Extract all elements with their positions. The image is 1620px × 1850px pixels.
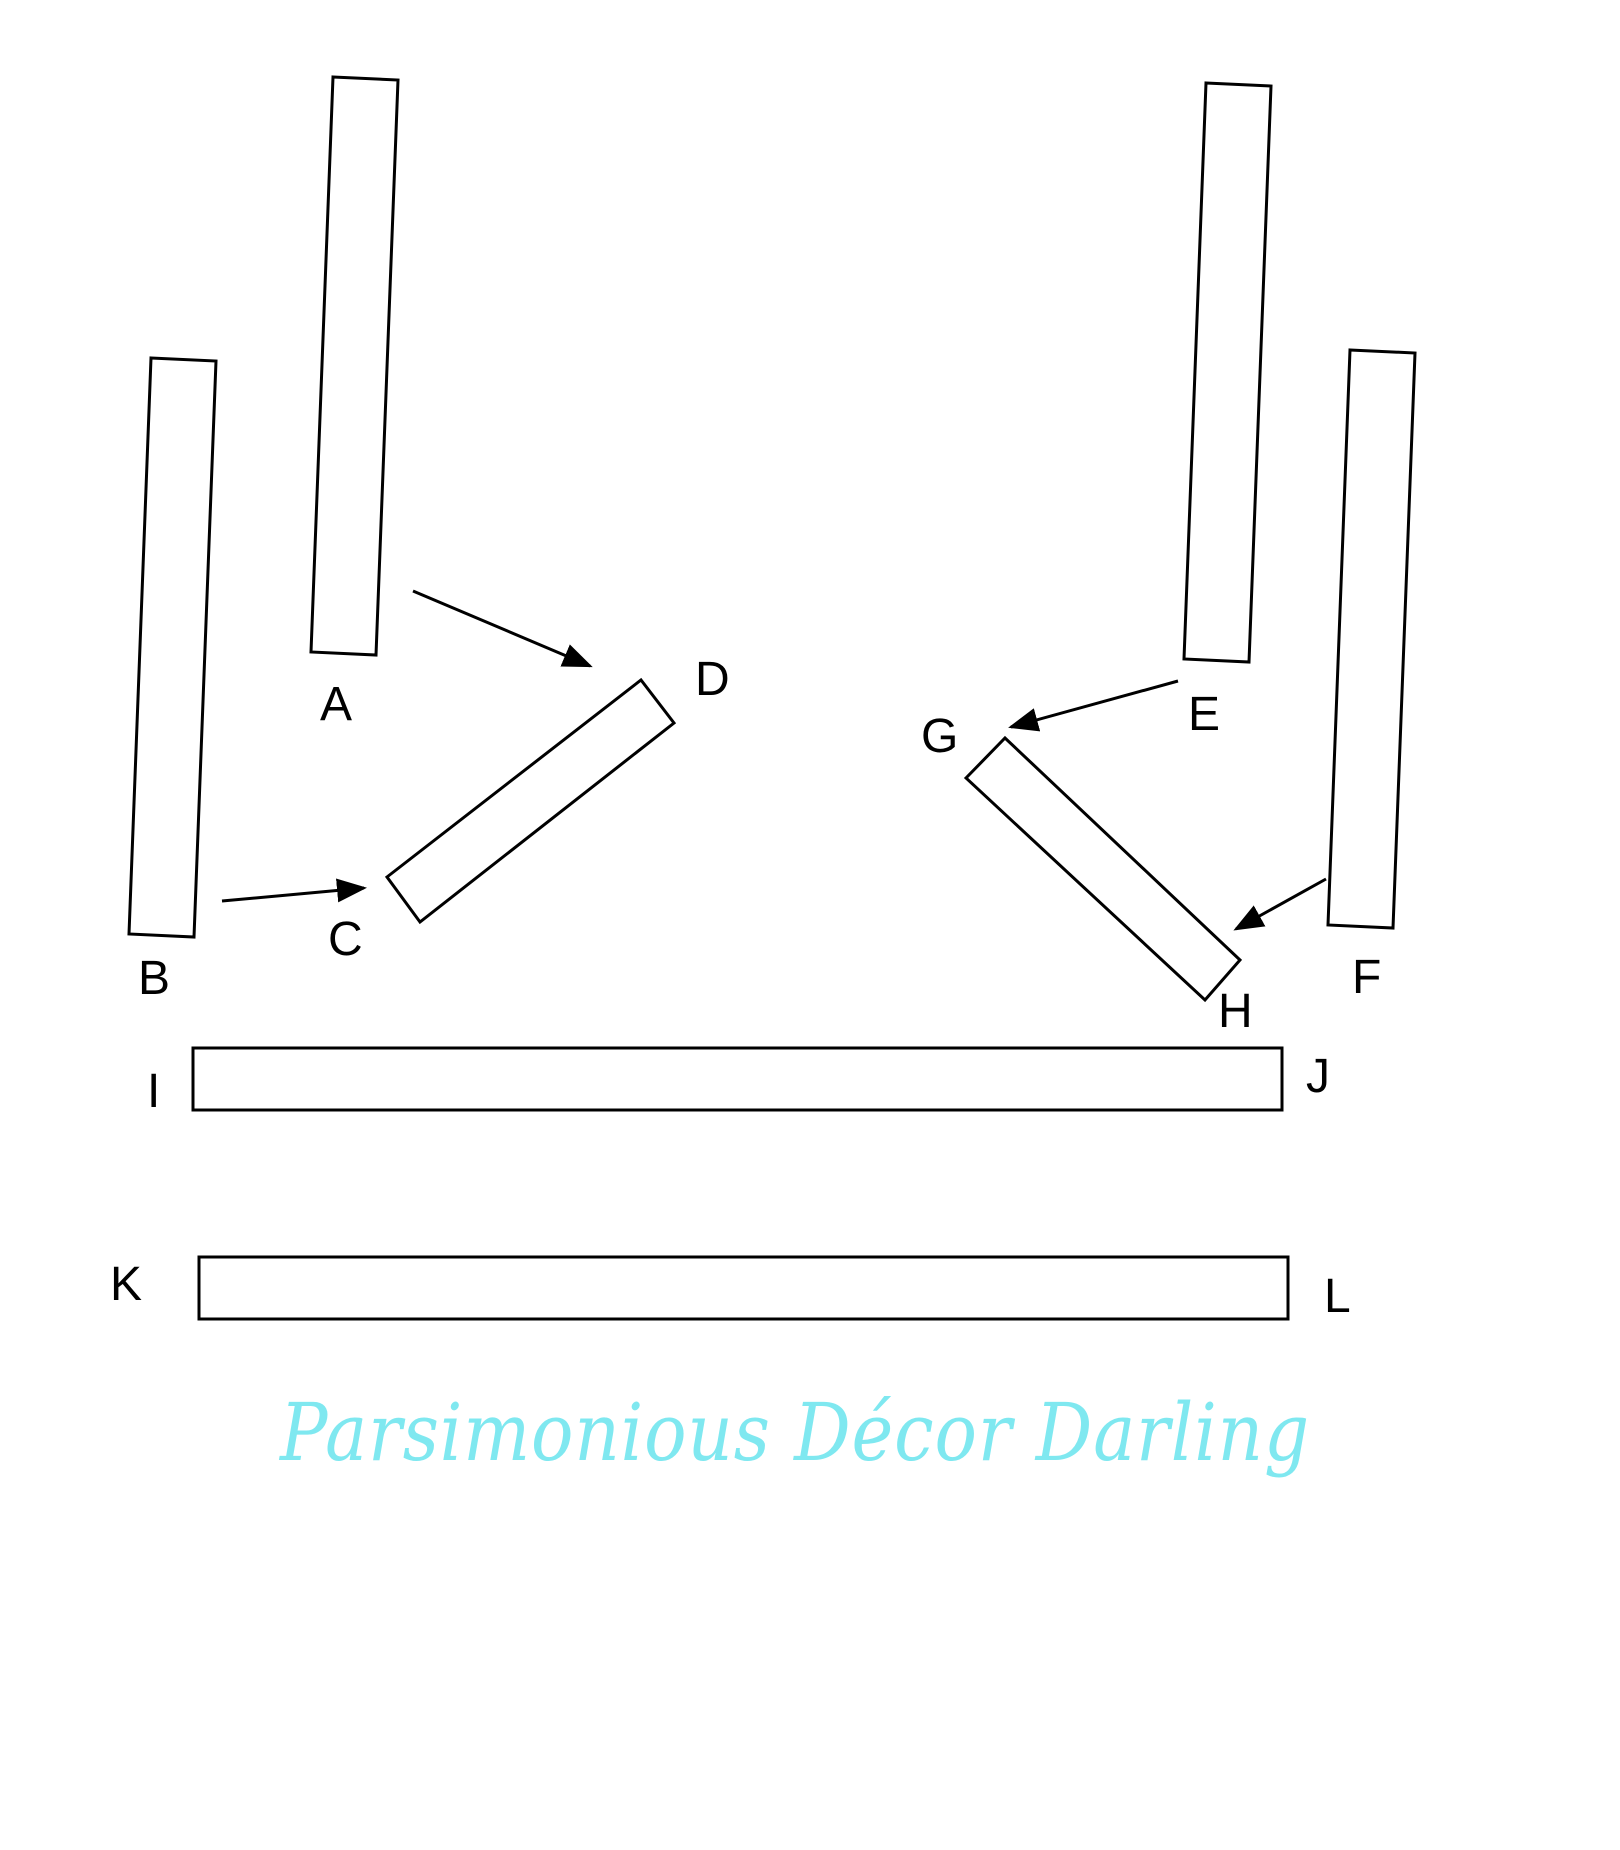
arrow-b-to-c [221,878,367,903]
label-k: K [110,1258,142,1311]
label-i: I [147,1065,160,1118]
label-f: F [1352,951,1381,1004]
watermark-text: Parsimonious Décor Darling [278,1386,1310,1479]
arrow-f-to-h [1233,877,1327,931]
label-e: E [1188,688,1220,741]
label-l: L [1324,1270,1351,1323]
arrow-a-to-d [412,589,593,668]
plank-f [1326,348,1417,930]
plank-kl [197,1255,1290,1321]
plank-e [1182,81,1273,664]
label-a: A [320,678,352,731]
plank-b [127,356,218,939]
label-h: H [1218,985,1253,1038]
arrow-e-to-g [1008,679,1179,732]
plank-gh [963,735,1243,1003]
label-c: C [328,913,363,966]
label-d: D [695,653,730,706]
label-g: G [921,710,958,763]
plank-cd [384,677,677,925]
plank-a [309,75,400,657]
label-b: B [138,952,170,1005]
label-j: J [1306,1050,1330,1103]
plank-ij [191,1046,1284,1112]
